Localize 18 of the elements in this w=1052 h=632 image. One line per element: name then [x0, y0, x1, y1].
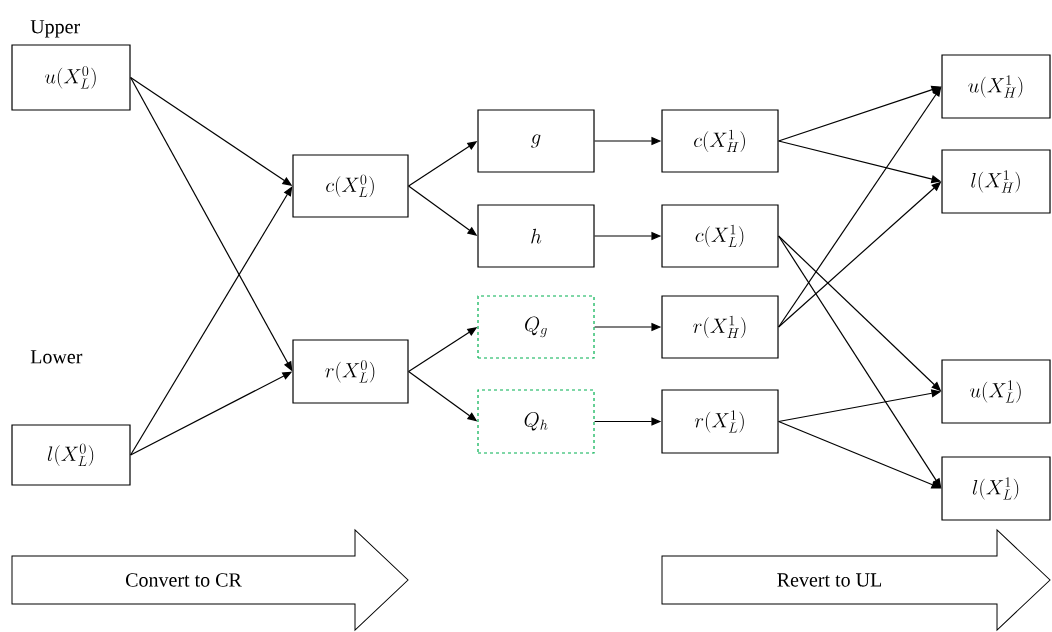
process-box: $r(X_H^1)$ [661, 295, 779, 359]
dashed-box: $Q_g$ [477, 295, 595, 359]
dashed-box: $Q_h$ [477, 389, 595, 454]
arrow [130, 186, 293, 456]
process-box: $l(X_L^0)$ [11, 424, 131, 486]
process-box: $r(X_L^1)$ [661, 389, 779, 454]
process-box: $h$ [477, 204, 595, 268]
process-box: $u(X_L^1)$ [941, 359, 1051, 424]
side-label: Lower [30, 350, 83, 364]
process-box: $c(X_L^0)$ [292, 154, 409, 218]
process-box: $r(X_L^0)$ [292, 339, 409, 404]
process-box: $g$ [477, 109, 595, 173]
process-box: $u(X_L^0)$ [11, 44, 131, 111]
process-box: $l(X_L^1)$ [941, 456, 1051, 521]
process-box: $l(X_H^1)$ [941, 149, 1051, 214]
process-box: $c(X_L^1)$ [661, 204, 779, 268]
process-box: $c(X_H^1)$ [661, 109, 779, 173]
process-box: $u(X_H^1)$ [941, 54, 1051, 119]
